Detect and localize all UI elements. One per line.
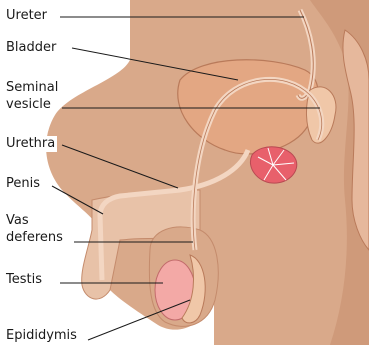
ureter-label: Ureter	[6, 8, 49, 24]
vas-deferens-label-line1: Vas	[6, 213, 31, 229]
epididymis-label: Epididymis	[6, 328, 79, 344]
seminal-vesicle-label-line1: Seminal	[6, 80, 60, 96]
seminal-vesicle-label-line2: vesicle	[6, 97, 53, 113]
bladder-label: Bladder	[6, 40, 58, 56]
penis-label: Penis	[6, 176, 42, 192]
urethra-label: Urethra	[6, 136, 57, 152]
vas-deferens-label-line2: deferens	[6, 230, 65, 246]
testis-label: Testis	[6, 272, 44, 288]
